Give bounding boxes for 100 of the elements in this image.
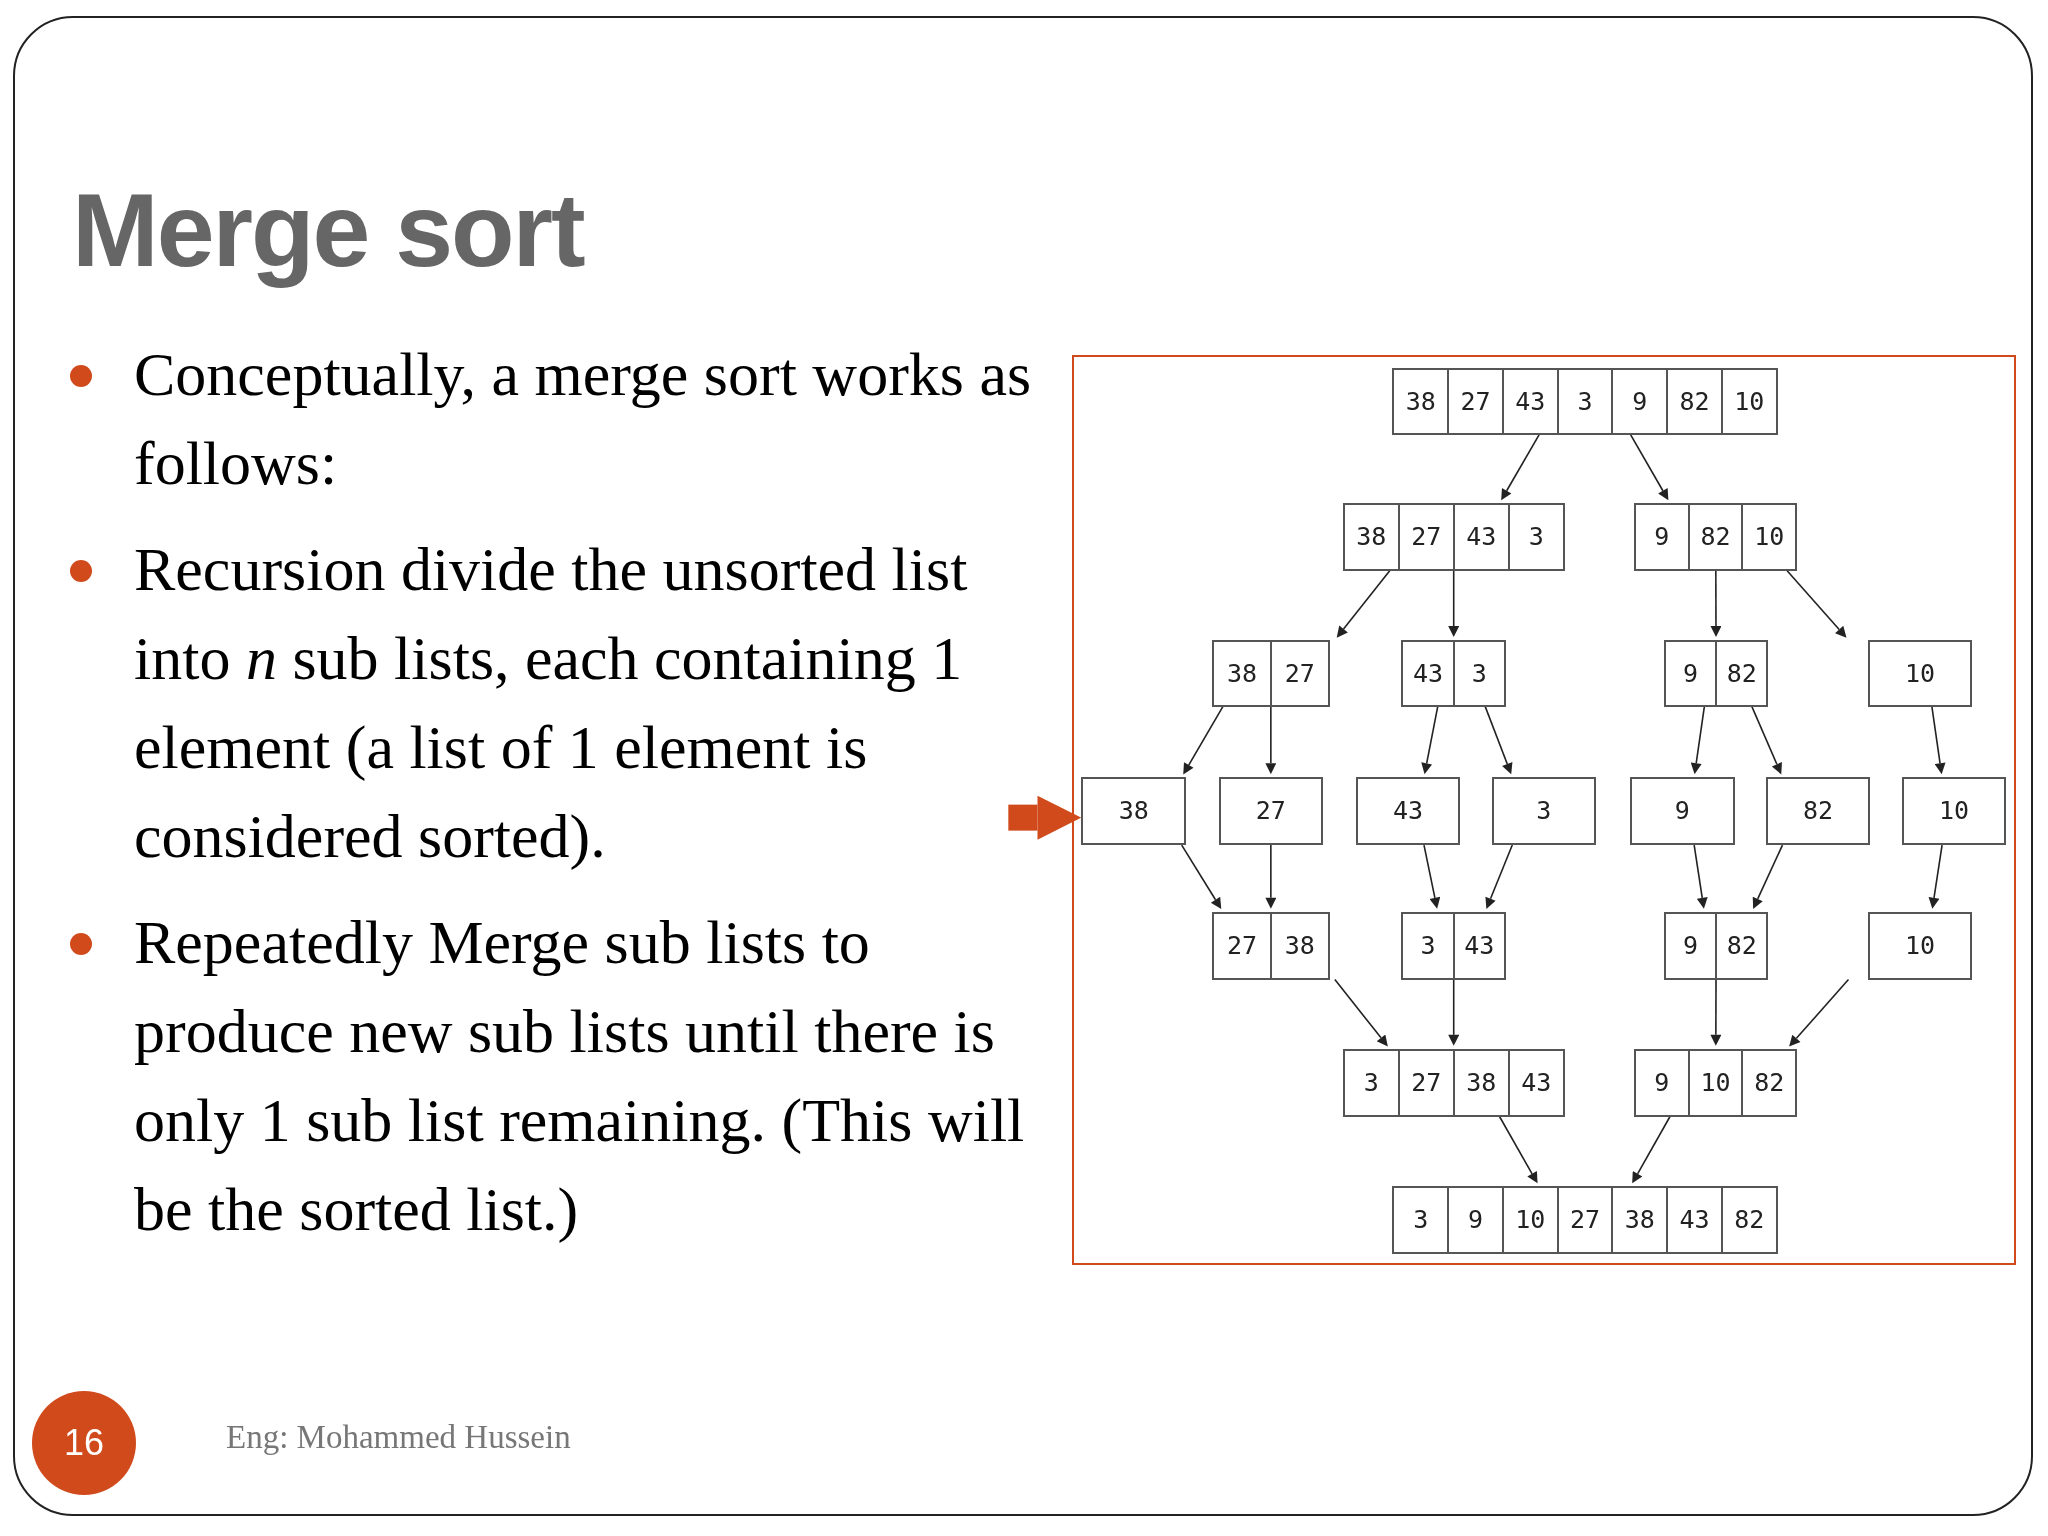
block-arrow	[1008, 795, 1082, 840]
arrow	[1265, 844, 1277, 909]
list-cell-text: 43	[1463, 929, 1496, 962]
bullet-text: Recursion divide the unsorted list into n sub lists, each containing 1 element (a list of 1 element is considered sorted).	[134, 534, 969, 872]
list-box	[1867, 911, 1973, 980]
list-cell: 82	[1689, 504, 1744, 569]
list-cell: 3	[1403, 913, 1455, 978]
list-box	[1633, 502, 1798, 571]
slide-title: Merge sort	[72, 171, 584, 290]
arrow	[1693, 844, 1708, 909]
arrow	[1448, 978, 1460, 1046]
list-cell-text: 38	[1283, 929, 1316, 962]
list-box	[1664, 640, 1769, 707]
arrow	[1484, 705, 1513, 775]
list-box	[1212, 640, 1330, 707]
footer-text: Eng: Mohammed Hussein	[226, 1418, 571, 1457]
list-cell-text: 82	[1733, 1204, 1766, 1237]
list-cell: 27	[1558, 1187, 1614, 1252]
slide-number: 16	[32, 1391, 136, 1495]
arrow	[1334, 978, 1388, 1047]
list-cell: 3	[1394, 1187, 1450, 1252]
list-cell-text: 10	[1937, 795, 1970, 828]
list-box	[1401, 911, 1506, 980]
list-cell: 38	[1454, 1050, 1510, 1115]
list-box	[1212, 911, 1330, 980]
list-cell: 43	[1668, 1187, 1723, 1252]
list-cell-text: 3	[1470, 657, 1488, 690]
arrow	[1423, 844, 1441, 909]
list-cell: 10	[1503, 1187, 1559, 1252]
list-box	[1081, 777, 1186, 846]
arrow	[1710, 570, 1722, 637]
bullet-text: Conceptually, a merge sort works as follows:	[134, 339, 1033, 499]
arrow	[1485, 844, 1514, 909]
arrow	[1710, 978, 1722, 1046]
arrow	[1690, 705, 1706, 775]
list-cell-text: 82	[1753, 1067, 1786, 1099]
list-box	[1392, 1185, 1778, 1254]
arrow	[1336, 570, 1391, 638]
list-box	[1392, 368, 1778, 435]
list-box	[1901, 777, 2007, 846]
arrow	[1421, 705, 1439, 775]
arrow	[1786, 570, 1847, 638]
list-cell-text: 38	[1117, 795, 1150, 828]
arrow	[1183, 705, 1224, 775]
bullet-text: Repeatedly Merge sub lists to produce new sub lists until there is only 1 sub list remaining. (This will be the sorted list.)	[134, 907, 1026, 1245]
list-cell: 9	[1449, 1187, 1504, 1252]
list-cell: 43	[1503, 370, 1559, 433]
arrow	[1931, 705, 1946, 775]
list-cell: 9	[1666, 913, 1718, 978]
list-cell: 3	[1558, 370, 1614, 433]
arrow	[1789, 978, 1850, 1047]
list-box	[1218, 777, 1324, 846]
list-cell: 9	[1635, 1050, 1690, 1115]
list-cell-text: 3	[1527, 521, 1545, 554]
list-cell: 38	[1394, 370, 1450, 433]
list-cell: 43	[1454, 504, 1510, 569]
arrow	[1448, 570, 1460, 637]
arrow	[1751, 705, 1782, 775]
arrow	[1180, 844, 1222, 910]
list-box	[1342, 502, 1565, 571]
list-cell: 10	[1689, 1050, 1744, 1115]
list-cell-text: 43	[1520, 1067, 1553, 1099]
list-cell-text: 10	[1733, 385, 1766, 418]
list-box	[1355, 777, 1461, 846]
list-cell: 82	[1668, 370, 1723, 433]
list-box	[1630, 777, 1735, 846]
arrow	[1501, 434, 1540, 501]
list-cell: 27	[1214, 913, 1272, 978]
list-cell-text: 27	[1283, 657, 1316, 690]
arrow	[1265, 705, 1277, 775]
list-cell-text: 3	[1535, 795, 1553, 828]
list-cell: 27	[1399, 504, 1455, 569]
list-cell: 27	[1399, 1050, 1455, 1115]
list-box	[1342, 1048, 1565, 1117]
list-cell-text: 27	[1254, 795, 1287, 828]
arrow	[1752, 844, 1784, 909]
list-box	[1867, 640, 1973, 707]
list-cell-text: 10	[1903, 657, 1937, 690]
list-cell: 9	[1613, 370, 1669, 433]
arrow	[1629, 434, 1669, 501]
list-cell: 38	[1214, 642, 1272, 705]
list-cell: 43	[1403, 642, 1455, 705]
list-cell-text: 10	[1753, 521, 1786, 554]
list-cell: 9	[1666, 642, 1718, 705]
list-cell-text: 82	[1725, 657, 1758, 690]
list-cell: 27	[1449, 370, 1504, 433]
arrow	[1632, 1115, 1671, 1184]
list-box	[1664, 911, 1769, 980]
arrow	[1498, 1115, 1538, 1184]
list-cell-text: 10	[1903, 929, 1937, 962]
list-box	[1491, 777, 1597, 846]
list-cell: 9	[1635, 504, 1690, 569]
list-cell-text: 82	[1802, 795, 1835, 828]
list-box	[1401, 640, 1506, 707]
list-cell: 38	[1344, 504, 1400, 569]
list-cell: 38	[1613, 1187, 1669, 1252]
list-box	[1633, 1048, 1798, 1117]
arrow	[1928, 844, 1943, 909]
list-cell-text: 43	[1391, 795, 1425, 828]
list-cell-text: 82	[1725, 929, 1758, 962]
